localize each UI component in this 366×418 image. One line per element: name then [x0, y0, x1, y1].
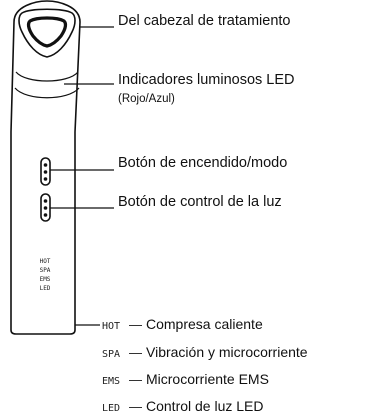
legend-code: LED: [102, 403, 120, 414]
legend-row-spa: SPA — Vibración y microcorriente: [102, 344, 308, 360]
legend: HOT — Compresa caliente SPA — Vibración …: [102, 316, 308, 414]
callout-power-mode: Botón de encendido/modo: [118, 155, 287, 171]
legend-row-ems: EMS — Microcorriente EMS: [102, 371, 269, 387]
led-indicator-band: [15, 71, 79, 82]
legend-dash: —: [129, 372, 142, 387]
legend-code: HOT: [102, 321, 120, 332]
light-control-button[interactable]: [40, 193, 51, 222]
callout-led-indicators: Indicadores luminosos LED: [118, 72, 295, 88]
legend-row-led: LED — Control de luz LED: [102, 398, 264, 414]
legend-dash: —: [129, 345, 142, 360]
callout-treatment-head: Del cabezal de tratamiento: [118, 13, 291, 29]
legend-text: Vibración y microcorriente: [146, 344, 308, 360]
legend-dash: —: [129, 317, 142, 332]
legend-text: Compresa caliente: [146, 316, 263, 332]
legend-code: EMS: [102, 376, 120, 387]
leader-lines: [50, 26, 114, 326]
legend-text: Microcorriente EMS: [146, 371, 269, 387]
device-indicator-hot: HOT: [40, 258, 51, 265]
device-body-outline: [10, 0, 81, 335]
callout-light-control: Botón de control de la luz: [118, 194, 282, 210]
legend-code: SPA: [102, 349, 120, 360]
legend-text: Control de luz LED: [146, 398, 264, 414]
led-indicator-band-lower: [14, 87, 80, 99]
device-indicator-spa: SPA: [40, 267, 51, 274]
treatment-head-inner: [26, 16, 68, 48]
device-indicator-ems: EMS: [40, 276, 51, 283]
device: [10, 0, 81, 335]
device-indicator-led: LED: [40, 285, 51, 292]
legend-row-hot: HOT — Compresa caliente: [102, 316, 263, 332]
power-mode-button[interactable]: [40, 157, 51, 186]
treatment-head-outer: [18, 8, 76, 58]
legend-dash: —: [129, 399, 142, 414]
callout-led-colors: (Rojo/Azul): [118, 93, 175, 105]
